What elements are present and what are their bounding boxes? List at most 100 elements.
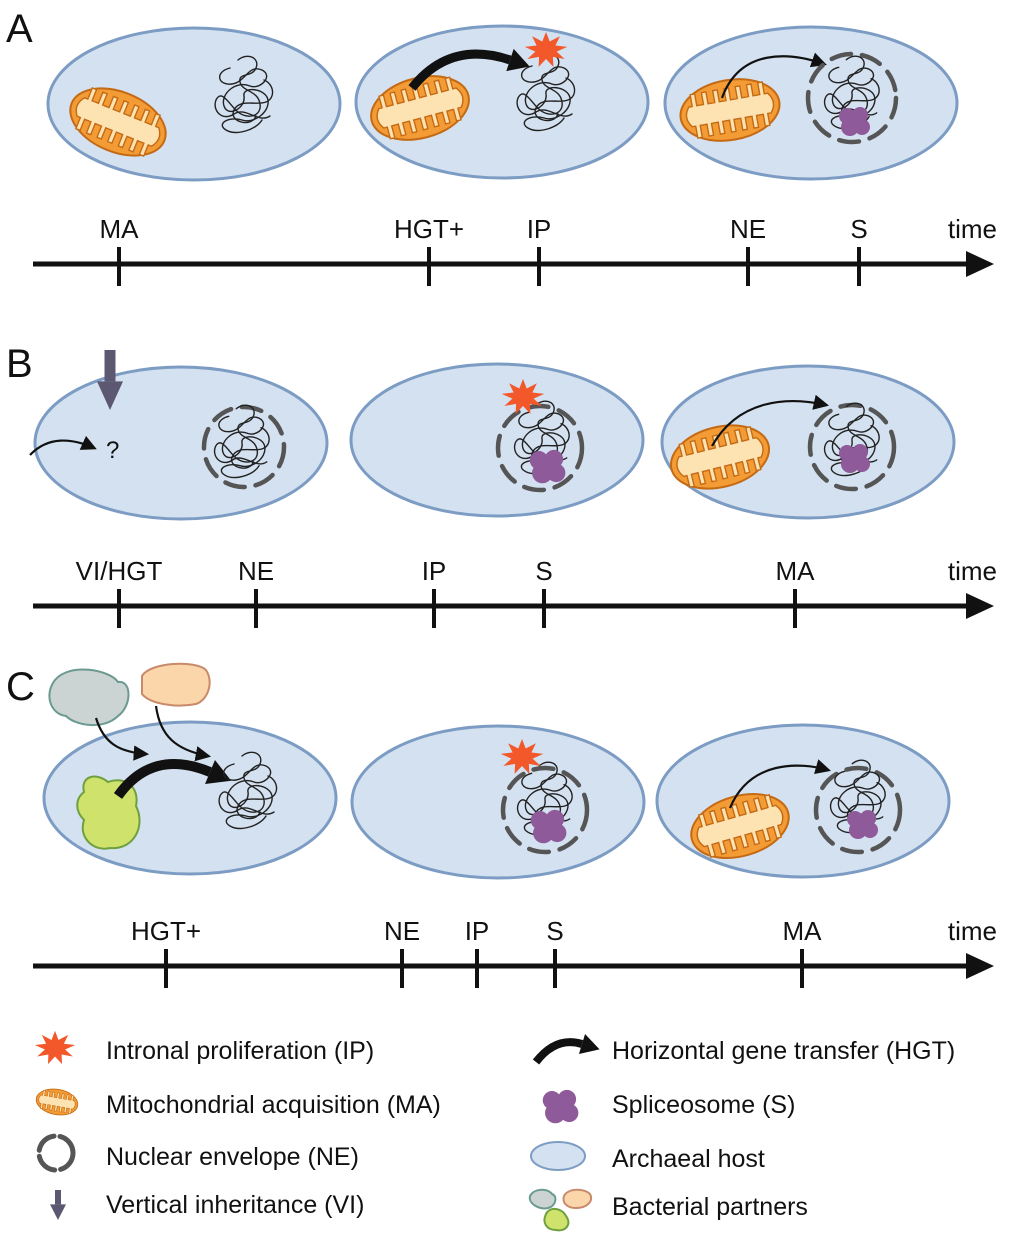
bacterial-partner-legend-grey [528, 1188, 557, 1210]
mitochondrion-cristae [74, 86, 162, 158]
tick-label: S [850, 214, 867, 244]
chromatin-strand-2 [213, 404, 268, 465]
panel-label-b: B [6, 342, 33, 386]
legend-label-hgt: Horizontal gene transfer (HGT) [612, 1037, 955, 1065]
spliceosome-icon [530, 809, 567, 844]
mitochondrion-icon [370, 75, 470, 141]
hgt-arrow-head [506, 48, 530, 72]
hgt-arrow [711, 394, 830, 447]
spliceosome-icon [839, 107, 870, 136]
tick-label: HGT+ [131, 916, 201, 946]
hgt-arrow-shaft [408, 49, 512, 91]
chromatin-strand-3 [236, 775, 278, 820]
spliceosome-subunit [549, 1095, 571, 1117]
tick-label: IP [527, 214, 552, 244]
legend-label-ma: Mitochondrial acquisition (MA) [106, 1091, 441, 1119]
legend-item-hgt: Horizontal gene transfer (HGT) [532, 1034, 955, 1065]
chromatin-strand-2 [218, 751, 275, 815]
archaeal-host-cell [354, 24, 650, 180]
legend-label-ne: Nuclear envelope (NE) [106, 1143, 359, 1171]
spliceosome-subunit [845, 449, 863, 467]
spliceosome-icon [847, 810, 878, 839]
spliceosome-icon [542, 1089, 579, 1124]
legend-label-ip: Intronal proliferation (IP) [106, 1037, 374, 1065]
bacterial-partner-peach [141, 662, 211, 707]
time-axis-label: time [948, 214, 997, 244]
mitochondrion-cristae [38, 1089, 76, 1115]
tick-label: IP [422, 556, 447, 586]
tick-label: MA [776, 556, 816, 586]
legend-label-partners: Bacterial partners [612, 1193, 808, 1221]
nuclear-envelope-icon [495, 403, 585, 493]
tick-label: MA [783, 916, 823, 946]
tick-label: MA [100, 214, 140, 244]
tick-label: NE [730, 214, 766, 244]
vertical-inheritance-shaft [55, 1190, 61, 1205]
tick-label: IP [465, 916, 490, 946]
tick-label: NE [238, 556, 274, 586]
intronal-proliferation-icon [524, 32, 568, 67]
legend-label-host: Archaeal host [612, 1145, 765, 1173]
tick-label: S [535, 556, 552, 586]
chromatin-strand-3 [230, 427, 270, 469]
panel-label-c: C [6, 665, 35, 709]
nuclear-envelope-icon [201, 404, 287, 490]
hgt-arrow [728, 759, 831, 809]
legend-label-vi: Vertical inheritance (VI) [106, 1191, 364, 1219]
legend-item-ma: Mitochondrial acquisition (MA) [35, 1088, 441, 1119]
mitochondrion-cristae [676, 425, 764, 489]
bacterial-partner-legend-green [543, 1208, 570, 1232]
legend-item-s: Spliceosome (S) [542, 1089, 795, 1124]
hgt-arrow [720, 52, 827, 99]
legend-label-s: Spliceosome (S) [612, 1091, 795, 1119]
spliceosome-icon [839, 444, 870, 473]
spliceosome-subunit [845, 112, 863, 130]
vertical-inheritance-head [97, 381, 123, 410]
chromatin-icon [214, 55, 274, 134]
hgt-arrow [154, 705, 212, 762]
timeline-arrowhead [966, 593, 994, 619]
legend-item-vi: Vertical inheritance (VI) [50, 1190, 364, 1220]
chromatin-strand-3 [534, 77, 576, 122]
hgt-arrow-head [205, 759, 232, 785]
legend-item-partners: Bacterial partners [528, 1188, 808, 1232]
legend-item-ip: Intronal proliferation (IP) [34, 1030, 374, 1065]
tick-label: NE [384, 916, 420, 946]
timeline-arrowhead [966, 953, 994, 979]
spliceosome-subunit [537, 815, 559, 837]
chromatin-strand-3 [232, 79, 274, 124]
tick-label: VI/HGT [76, 556, 163, 586]
hgt-arrow [94, 717, 150, 761]
legend: Intronal proliferation (IP) Mitochondrial… [34, 1030, 955, 1232]
panel-label-a: A [6, 7, 33, 51]
archaeal-host-cell [655, 723, 951, 879]
intronal-proliferation-icon [501, 379, 545, 414]
vertical-inheritance-shaft [104, 350, 116, 382]
chromatin-icon [516, 53, 576, 132]
vertical-inheritance-head [50, 1204, 66, 1220]
bacterial-partner-legend-peach [562, 1188, 592, 1210]
hgt-arrow-shaft [113, 759, 212, 799]
mitochondrion-icon [690, 793, 790, 859]
mitochondrion-cristae [376, 76, 464, 140]
mitochondrion-cristae [685, 81, 775, 139]
chromatin-icon [218, 751, 278, 830]
tick-label: S [546, 916, 563, 946]
hgt-arrow-shaft [532, 1038, 584, 1065]
archaeal-host-legend-icon [530, 1141, 586, 1171]
mitochondrion-icon [669, 424, 771, 490]
archaeal-host-cell [663, 25, 959, 181]
hgt-arrow [29, 435, 97, 456]
time-axis-label: time [948, 556, 997, 586]
mitochondrion-icon [69, 86, 167, 158]
legend-item-ne: Nuclear envelope (NE) [36, 1133, 359, 1173]
spliceosome-subunit [536, 455, 558, 477]
bacterial-partner-grey [48, 668, 130, 726]
spliceosome-icon [529, 449, 566, 484]
hgt-arrow-head [578, 1034, 600, 1054]
